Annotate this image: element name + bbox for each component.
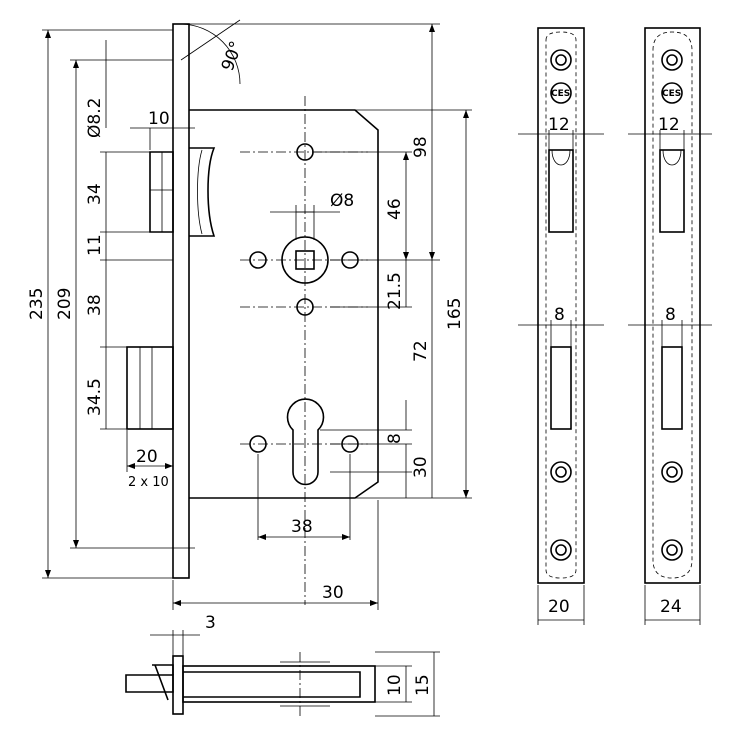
dim-dia-8-2: Ø8.2 <box>85 98 105 138</box>
dim-8-cylinder: 8 <box>385 433 405 444</box>
dim-30-bottom: 30 <box>322 583 344 603</box>
dim-20-latch: 20 <box>136 447 158 467</box>
dim-72: 72 <box>411 340 431 362</box>
dim-46: 46 <box>385 198 405 220</box>
dim-38-left: 38 <box>85 294 105 316</box>
lock-case <box>189 109 379 499</box>
dim-34-5: 34.5 <box>85 378 105 416</box>
dim-11: 11 <box>85 234 105 256</box>
dim-30-cylinder: 30 <box>411 456 431 478</box>
dim-165: 165 <box>445 298 465 330</box>
faceplate <box>172 23 190 579</box>
strike-plate-20: CES <box>518 27 604 625</box>
plate1-dim-8: 8 <box>554 305 565 325</box>
dim-10-side: 10 <box>385 674 405 696</box>
plate1-dim-12: 12 <box>548 115 570 135</box>
dim-angle: 90° <box>218 39 247 74</box>
dim-34: 34 <box>85 183 105 205</box>
dead-bolt <box>126 346 174 430</box>
dim-10: 10 <box>148 109 170 129</box>
dim-98: 98 <box>411 136 431 158</box>
dim-38-bottom: 38 <box>291 517 313 537</box>
plate1-dim-20: 20 <box>548 597 570 617</box>
dim-dia-8: Ø8 <box>330 191 354 211</box>
dim-15-side: 15 <box>413 674 433 696</box>
plate2-dim-12: 12 <box>658 115 680 135</box>
dim-2x10: 2 x 10 <box>128 475 169 490</box>
dim-3: 3 <box>205 613 216 633</box>
plate1-logo: CES <box>551 89 570 99</box>
dim-235: 235 <box>27 288 47 320</box>
euro-cylinder-cutout <box>286 398 325 486</box>
dim-209: 209 <box>55 288 75 320</box>
plate2-dim-8: 8 <box>665 305 676 325</box>
latch-bolt <box>149 147 216 237</box>
plate2-dim-24: 24 <box>660 597 682 617</box>
strike-plate-24: CES <box>628 27 712 625</box>
plate2-logo: CES <box>662 89 681 99</box>
lock-side-view <box>125 630 440 717</box>
dim-21-5: 21.5 <box>385 272 405 310</box>
lock-front-view <box>42 19 472 610</box>
